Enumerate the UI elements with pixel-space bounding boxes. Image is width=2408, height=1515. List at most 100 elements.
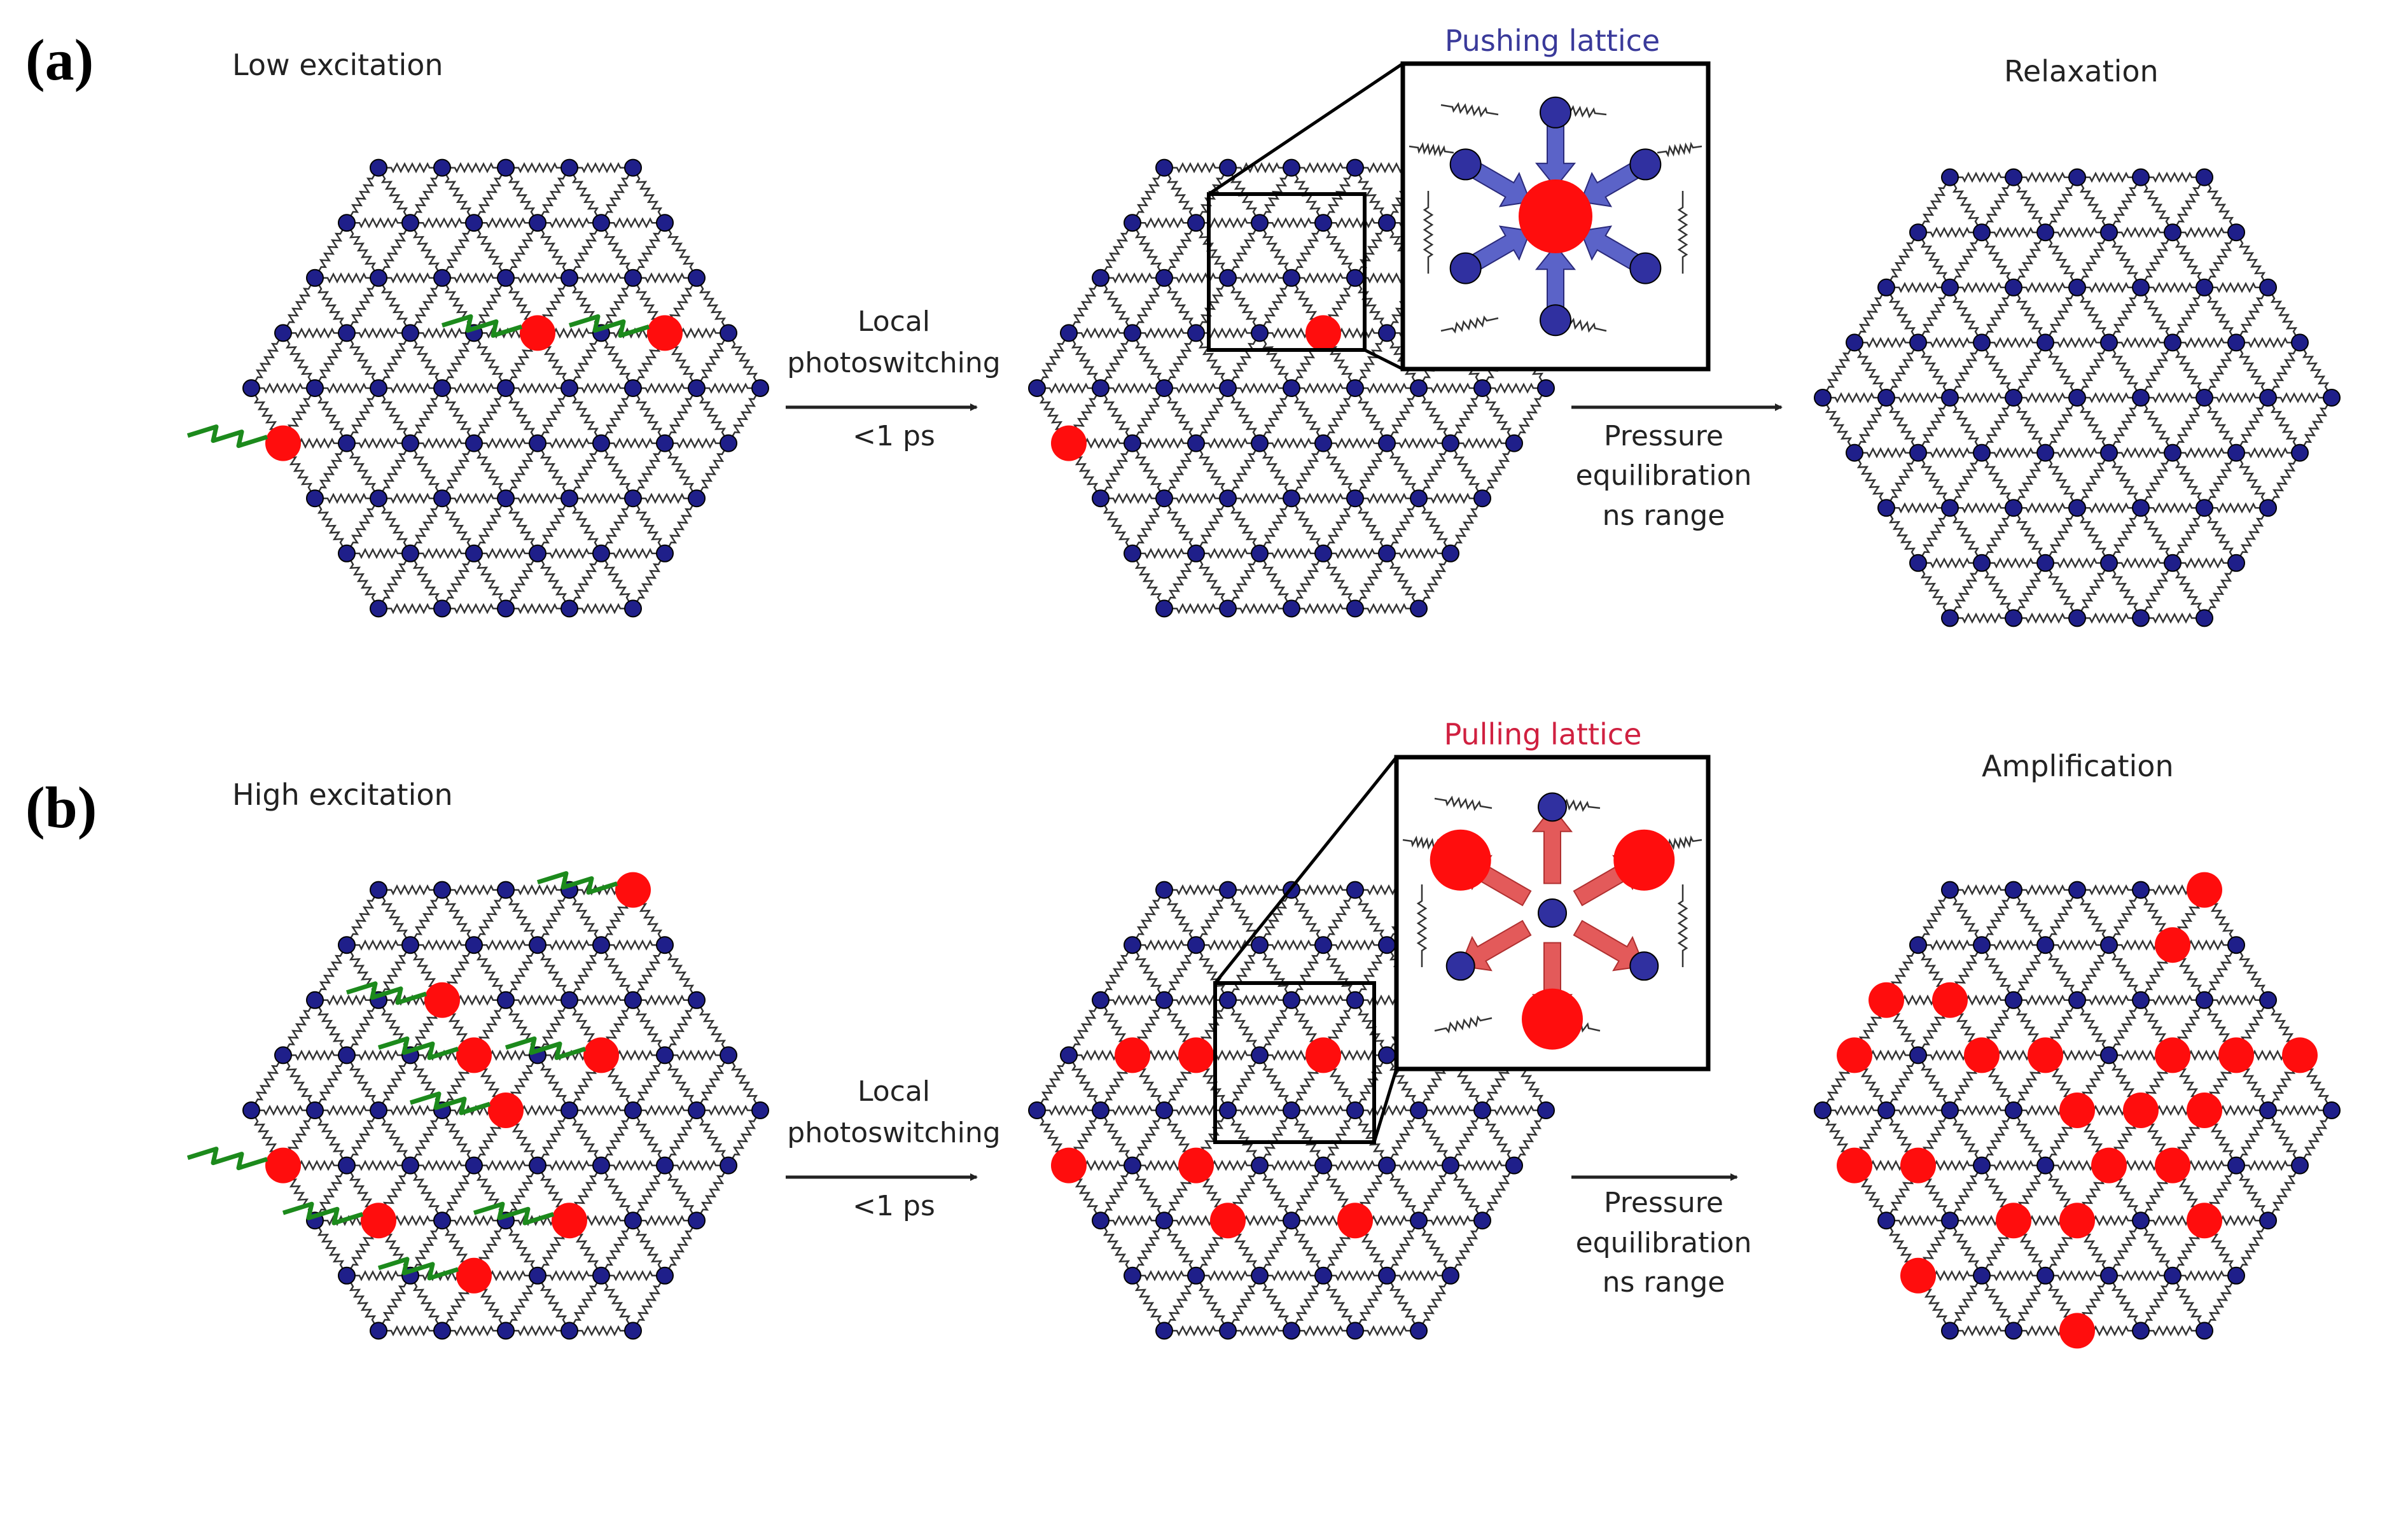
spring-bond (250, 1054, 284, 1111)
spring-bond (2203, 507, 2237, 564)
spring-bond (2203, 944, 2237, 1001)
low-spin-atom (1187, 544, 1205, 562)
spring-bond (1258, 889, 1293, 946)
spring-bond (2141, 1325, 2204, 1337)
low-spin-atom (624, 1211, 642, 1230)
spring-bond (2014, 502, 2077, 513)
spring-bond (1163, 387, 1197, 444)
spring-bond (569, 492, 633, 504)
spring-bond (727, 1054, 762, 1111)
high-spin-atom (1900, 1147, 1936, 1183)
spring-bond (315, 492, 379, 504)
spring-bond (1228, 1325, 1291, 1337)
spring-bond (1228, 492, 1291, 504)
spring-bond (1131, 442, 1166, 499)
low-spin-atom (624, 269, 642, 287)
low-spin-atom (2005, 609, 2022, 627)
low-spin-atom (2227, 443, 2245, 462)
low-spin-atom (1877, 499, 1895, 517)
spring-bond (2108, 287, 2142, 344)
spring-bond (345, 332, 380, 389)
spring-bond (377, 553, 412, 610)
spring-bond (1322, 387, 1356, 444)
low-spin-atom (1941, 278, 1959, 297)
spring-bond (2076, 342, 2110, 398)
spring-bond (2140, 1220, 2174, 1276)
low-spin-atom (2132, 1211, 2150, 1230)
spring-bond (1322, 553, 1356, 610)
spring-bond (1164, 884, 1228, 896)
high-spin-atom (520, 315, 555, 351)
spring-bond (2140, 507, 2174, 564)
low-spin-atom (2100, 223, 2118, 242)
spring-bond (1099, 1164, 1134, 1221)
spring-bond (1387, 548, 1451, 559)
inset-title: Pulling lattice (1444, 717, 1642, 751)
spring-bond (2235, 1220, 2269, 1276)
spring-bond (1037, 1105, 1101, 1116)
spring-bond (1419, 1105, 1482, 1116)
spring-bond (2108, 944, 2142, 1001)
low-spin-atom (2164, 554, 2182, 572)
zoom-region-box (1213, 981, 1376, 1144)
spring-bond (1354, 1275, 1388, 1332)
spring-bond (632, 1164, 666, 1221)
photo-excitation-icon (409, 1091, 491, 1115)
low-spin-atom (1846, 333, 1863, 352)
spring-bond (601, 1159, 665, 1171)
spring-bond (2076, 889, 2110, 946)
low-spin-atom (1124, 1266, 1141, 1285)
low-spin-atom (338, 936, 356, 954)
spring-bond (1481, 442, 1515, 499)
low-spin-atom (1442, 1156, 1459, 1175)
spring-bond (1449, 498, 1484, 554)
spring-bond (695, 387, 730, 444)
spring-bond (1132, 437, 1196, 449)
high-spin-atom (2059, 1313, 2095, 1349)
spring-bond (1677, 884, 1688, 967)
spring-bond (536, 498, 571, 554)
spring-bond (409, 498, 443, 554)
low-spin-atom (2132, 1322, 2150, 1340)
spring-bond (315, 382, 379, 394)
low-spin-atom (560, 1101, 578, 1119)
low-spin-atom (1314, 544, 1332, 562)
low-spin-atom (624, 1101, 642, 1119)
high-spin-atom (488, 1093, 524, 1128)
low-spin-atom (624, 379, 642, 397)
spring-bond (1449, 1220, 1484, 1276)
spring-bond (1227, 1275, 1261, 1332)
high-spin-atom (1115, 1037, 1150, 1073)
spring-bond (2171, 287, 2206, 344)
spring-bond (1291, 492, 1355, 504)
low-spin-atom (370, 158, 387, 177)
spring-bond (2044, 889, 2078, 946)
spring-bond (474, 548, 538, 559)
spring-bond (2014, 995, 2077, 1006)
spring-bond (506, 492, 569, 504)
low-spin-atom (720, 1156, 737, 1175)
spring-bond (314, 222, 348, 279)
low-spin-atom (2100, 1266, 2118, 1285)
spring-bond (1323, 939, 1387, 951)
low-spin-atom (1187, 434, 1205, 452)
spring-bond (379, 603, 442, 615)
spring-bond (1950, 1325, 2014, 1337)
spring-bond (600, 1110, 634, 1166)
spring-bond (1918, 337, 1982, 349)
spring-bond (2203, 176, 2237, 233)
spring-bond (2203, 287, 2237, 344)
photo-excitation-icon (473, 1201, 555, 1225)
spring-bond (1258, 387, 1293, 444)
low-spin-atom (560, 158, 578, 177)
spring-bond (1036, 332, 1070, 389)
spring-bond (442, 162, 506, 174)
spring-bond (1980, 397, 2015, 454)
low-spin-atom (2005, 881, 2022, 899)
low-spin-atom (1540, 96, 1571, 129)
low-spin-atom (1410, 379, 1428, 397)
spring-bond (1227, 222, 1261, 279)
low-spin-atom (624, 599, 642, 618)
low-spin-atom (2068, 991, 2086, 1009)
